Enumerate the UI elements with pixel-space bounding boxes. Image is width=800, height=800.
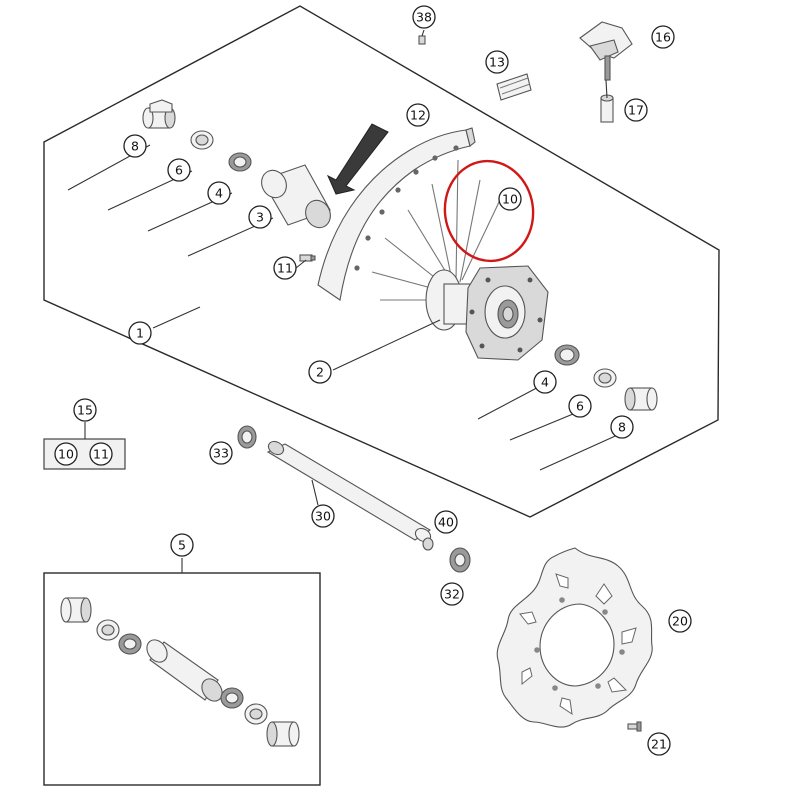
callout-16[interactable]: 16	[651, 25, 675, 49]
svg-text:40: 40	[438, 515, 454, 530]
callout-10[interactable]: 10	[498, 187, 522, 211]
svg-text:11: 11	[277, 261, 293, 276]
nut-33	[237, 425, 257, 449]
callout-30[interactable]: 30	[311, 504, 335, 528]
callout-3[interactable]: 3	[248, 205, 272, 229]
wheel-assembly-outline	[43, 5, 720, 518]
nipple-11	[299, 254, 316, 262]
svg-text:2: 2	[316, 365, 324, 380]
rim-lock-16	[579, 21, 633, 81]
axle-30	[266, 440, 432, 543]
rim	[317, 127, 476, 301]
svg-text:17: 17	[628, 103, 644, 118]
callout-1[interactable]: 1	[128, 321, 152, 345]
callout-32[interactable]: 32	[440, 582, 464, 606]
rotation-arrow	[326, 123, 389, 195]
bearing-4-right	[554, 344, 580, 366]
callout-20[interactable]: 20	[668, 609, 692, 633]
svg-text:16: 16	[655, 30, 671, 45]
callout-15[interactable]: 15	[73, 398, 97, 422]
callout-2[interactable]: 2	[308, 360, 332, 384]
bearing-4-left	[228, 152, 252, 172]
svg-text:38: 38	[416, 10, 432, 25]
callout-12[interactable]: 12	[406, 103, 430, 127]
washer-40	[422, 537, 434, 551]
svg-text:21: 21	[651, 737, 667, 752]
callout-33[interactable]: 33	[209, 441, 233, 465]
svg-text:6: 6	[175, 163, 183, 178]
callout-40[interactable]: 40	[434, 510, 458, 534]
svg-text:30: 30	[315, 509, 331, 524]
callout-5[interactable]: 5	[170, 533, 194, 557]
callout-11[interactable]: 11	[273, 256, 297, 280]
callout-8-left[interactable]: 8	[123, 134, 147, 158]
svg-text:1: 1	[136, 326, 144, 341]
highlight-circle	[443, 159, 535, 263]
hub	[425, 265, 549, 361]
bearing-kit-parts	[60, 597, 300, 747]
svg-text:8: 8	[618, 420, 626, 435]
spacer-8-left	[142, 99, 176, 129]
svg-text:20: 20	[672, 614, 688, 629]
svg-text:10: 10	[502, 192, 518, 207]
svg-text:33: 33	[213, 446, 229, 461]
svg-text:13: 13	[489, 55, 505, 70]
rim-tape-13	[496, 73, 532, 101]
callout-15-part-11[interactable]: 11	[89, 442, 113, 466]
callout-4-left[interactable]: 4	[207, 181, 231, 205]
svg-text:11: 11	[93, 447, 109, 462]
nut-32	[449, 547, 471, 573]
svg-text:4: 4	[215, 186, 223, 201]
callout-13[interactable]: 13	[485, 50, 509, 74]
leader-lines	[67, 29, 634, 506]
callout-17[interactable]: 17	[624, 98, 648, 122]
callout-6-left[interactable]: 6	[167, 158, 191, 182]
spacer-tube-3	[261, 164, 331, 229]
callout-4-right[interactable]: 4	[533, 370, 557, 394]
svg-text:8: 8	[131, 139, 139, 154]
svg-text:6: 6	[576, 399, 584, 414]
seal-6-left	[190, 130, 214, 150]
callout-15-part-10[interactable]: 10	[54, 442, 78, 466]
svg-text:10: 10	[58, 447, 74, 462]
callout-6-right[interactable]: 6	[568, 394, 592, 418]
seal-6-right	[593, 368, 617, 388]
svg-text:5: 5	[178, 538, 186, 553]
callout-8-right[interactable]: 8	[610, 415, 634, 439]
svg-text:32: 32	[444, 587, 460, 602]
svg-text:12: 12	[410, 108, 426, 123]
brake-disc	[496, 547, 653, 728]
callout-38[interactable]: 38	[412, 5, 436, 29]
screw-38	[418, 35, 426, 45]
spacer-8-right	[624, 387, 658, 411]
svg-text:4: 4	[541, 375, 549, 390]
callout-21[interactable]: 21	[647, 732, 671, 756]
nut-17	[600, 94, 614, 123]
svg-text:3: 3	[256, 210, 264, 225]
svg-text:15: 15	[77, 403, 93, 418]
bolt-21	[627, 721, 642, 732]
